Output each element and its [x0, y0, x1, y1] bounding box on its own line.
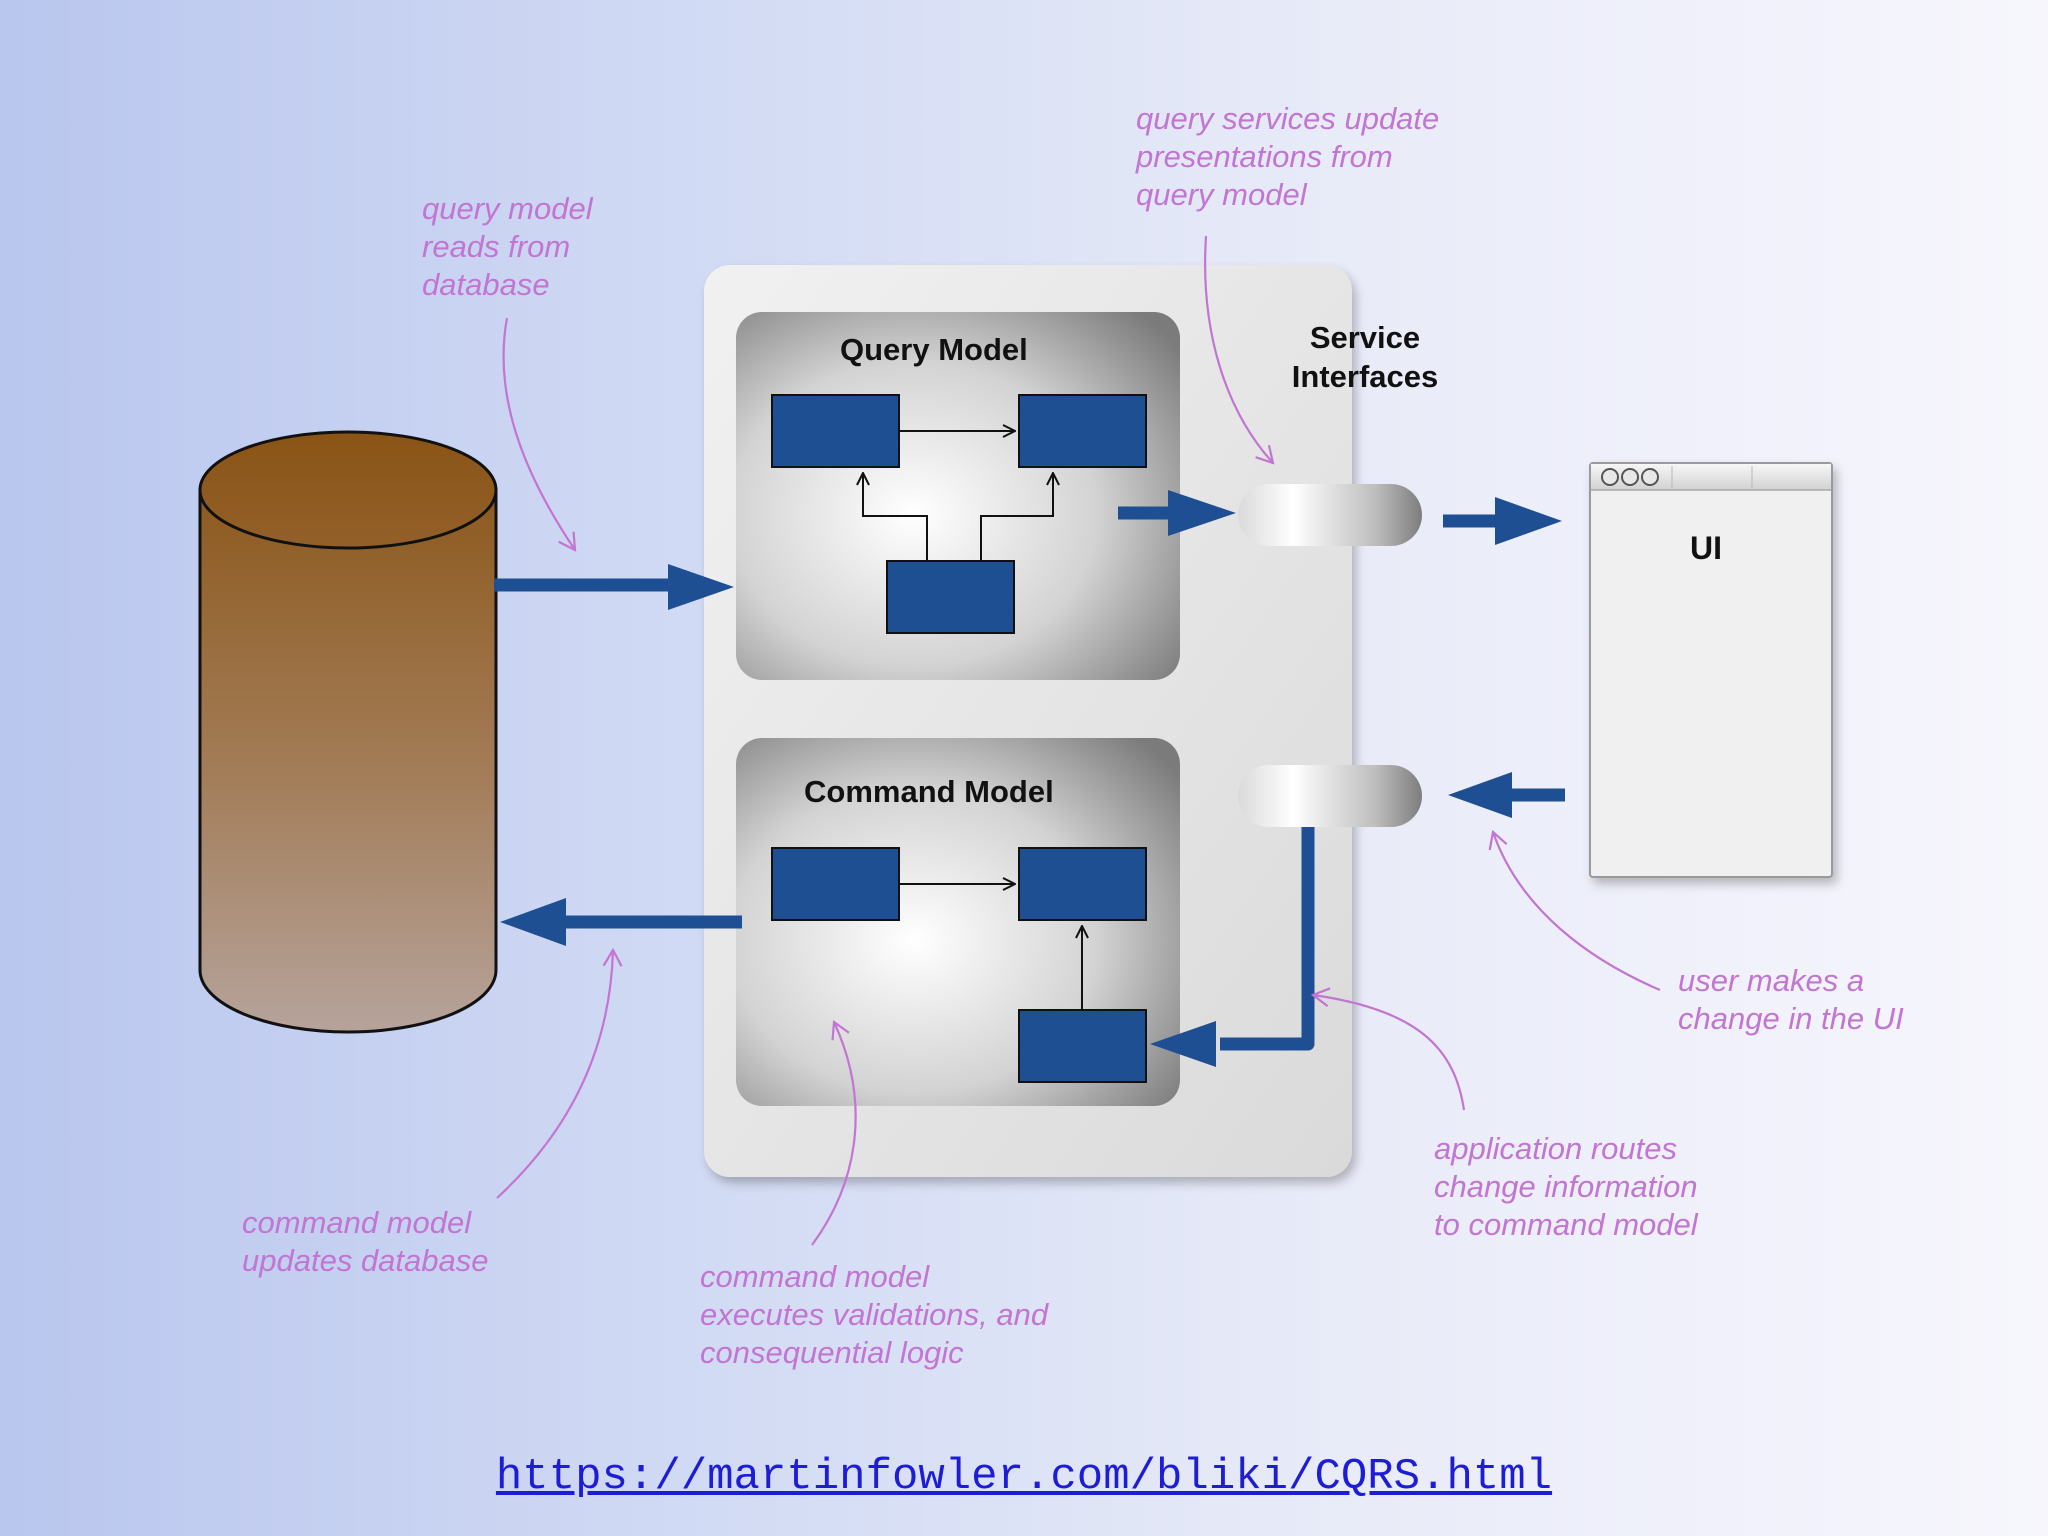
query-model-box	[736, 312, 1180, 680]
arrow-service-to-command-model	[1150, 827, 1315, 1067]
annotation-line: command model	[700, 1259, 930, 1294]
pointer-cmd-updates	[496, 947, 623, 1199]
annotation-line: query model	[422, 191, 593, 226]
annotation-line: database	[422, 267, 550, 302]
annotation-line: to command model	[1434, 1207, 1698, 1242]
ui-window	[1589, 462, 1833, 878]
annotation-line: change in the UI	[1678, 1001, 1904, 1036]
annotation-cmd-executes: command model executes validations, and …	[700, 1258, 1048, 1372]
service-interface-query-connector	[1238, 484, 1422, 546]
flow-arrows	[494, 490, 1565, 1067]
query-model-label: Query Model	[840, 332, 1028, 367]
annotation-line: application routes	[1434, 1131, 1677, 1166]
ui-label: UI	[1690, 530, 1722, 566]
arrow-command-model-to-database	[500, 898, 742, 946]
annotation-line: reads from	[422, 229, 571, 264]
command-class-box-right	[1018, 847, 1147, 921]
arrow-service-to-ui	[1443, 497, 1562, 545]
annotation-line: consequential logic	[700, 1335, 964, 1370]
pointer-app-routes	[1310, 987, 1466, 1111]
command-class-box-left	[771, 847, 900, 921]
annotation-line: query services update	[1136, 101, 1440, 136]
arrow-query-model-to-service	[1118, 490, 1236, 536]
command-class-box-bottom	[1018, 1009, 1147, 1083]
query-class-box-bottom	[886, 560, 1015, 634]
pointer-user-change	[1488, 829, 1661, 992]
command-model-label: Command Model	[804, 774, 1054, 809]
annotation-user-change: user makes a change in the UI	[1678, 962, 1904, 1038]
pointer-query-reads	[502, 317, 577, 552]
pointer-cmd-executes	[811, 1019, 857, 1246]
annotation-line: presentations from	[1136, 139, 1393, 174]
annotation-cmd-updates: command model updates database	[242, 1204, 489, 1280]
annotation-line: user makes a	[1678, 963, 1865, 998]
annotation-query-services: query services update presentations from…	[1136, 100, 1439, 214]
service-interfaces-label-line-2: Interfaces	[1291, 359, 1439, 394]
database-cylinder	[198, 430, 498, 1034]
service-interface-command-connector	[1238, 765, 1422, 827]
source-link[interactable]: https://martinfowler.com/bliki/CQRS.html	[495, 1452, 1553, 1502]
annotation-line: query model	[1136, 177, 1307, 212]
annotation-app-routes: application routes change information to…	[1434, 1130, 1698, 1244]
annotation-line: change information	[1434, 1169, 1698, 1204]
annotation-line: executes validations, and	[700, 1297, 1049, 1332]
annotation-pointers	[496, 235, 1661, 1246]
query-class-box-right	[1018, 394, 1147, 468]
arrow-database-to-query-model	[494, 564, 734, 610]
annotation-line: command model	[242, 1205, 472, 1240]
command-model-box	[736, 738, 1180, 1106]
service-interfaces-label: Service Interfaces	[1280, 318, 1450, 396]
service-interfaces-label-line-1: Service	[1309, 320, 1421, 355]
annotation-query-reads: query model reads from database	[422, 190, 593, 304]
query-class-box-left	[771, 394, 900, 468]
annotation-line: updates database	[242, 1243, 489, 1278]
pointer-query-services	[1204, 235, 1275, 465]
arrow-ui-to-service	[1448, 772, 1565, 818]
window-control-buttons	[1601, 468, 1659, 486]
